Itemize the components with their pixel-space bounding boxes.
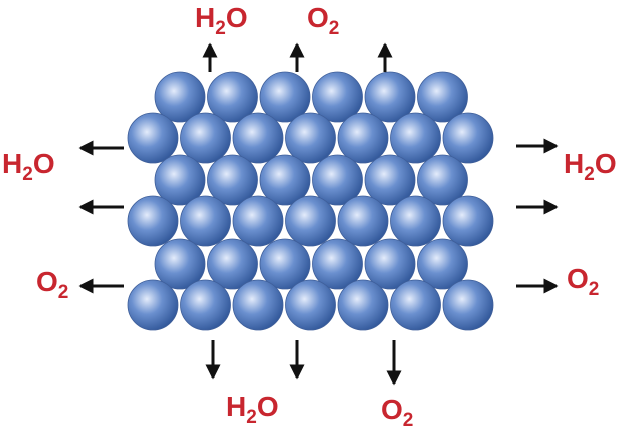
particle-sphere bbox=[259, 238, 311, 290]
particle-sphere bbox=[390, 112, 441, 164]
particle-sphere bbox=[259, 71, 311, 123]
label-right-h2o: H2O bbox=[564, 148, 617, 185]
particle-sphere bbox=[232, 112, 284, 164]
label-bottom-h2o: H2O bbox=[226, 391, 279, 428]
label-right-o2: O2 bbox=[567, 263, 600, 300]
particle-sphere bbox=[285, 112, 336, 164]
particle-sphere bbox=[154, 154, 206, 206]
particle-sphere bbox=[417, 71, 468, 123]
particle-sphere bbox=[337, 279, 389, 331]
particle-sphere bbox=[337, 195, 389, 247]
particle-sphere bbox=[364, 154, 416, 206]
label-top-h2o: H2O bbox=[195, 2, 248, 39]
arrow-group bbox=[78, 42, 559, 386]
particle-sphere bbox=[180, 279, 231, 331]
particle-sphere bbox=[207, 238, 258, 290]
label-top-o2: O2 bbox=[307, 2, 340, 39]
particle-sphere bbox=[154, 71, 206, 123]
particle-sphere bbox=[232, 195, 284, 247]
particle-sphere bbox=[442, 279, 494, 331]
label-left-o2: O2 bbox=[36, 266, 69, 303]
particle-sphere bbox=[364, 238, 416, 290]
particle-lattice bbox=[127, 71, 494, 331]
particle-sphere bbox=[312, 238, 363, 290]
particle-sphere bbox=[207, 71, 258, 123]
label-bottom-o2: O2 bbox=[381, 394, 414, 431]
particle-sphere bbox=[180, 112, 231, 164]
particle-sphere bbox=[232, 279, 284, 331]
particle-sphere bbox=[180, 195, 231, 247]
particle-sphere bbox=[127, 112, 179, 164]
label-left-h2o: H2O bbox=[2, 148, 55, 185]
particle-sphere bbox=[337, 112, 389, 164]
particle-sphere bbox=[312, 154, 363, 206]
particle-sphere bbox=[207, 154, 258, 206]
particle-sphere bbox=[154, 238, 206, 290]
particle-sphere bbox=[259, 154, 311, 206]
particle-sphere bbox=[390, 279, 441, 331]
particle-sphere bbox=[442, 112, 494, 164]
particle-sphere bbox=[285, 279, 336, 331]
particle-sphere bbox=[364, 71, 416, 123]
particle-sphere bbox=[442, 195, 494, 247]
particle-sphere bbox=[417, 154, 468, 206]
particle-sphere bbox=[417, 238, 468, 290]
particle-sphere bbox=[390, 195, 441, 247]
particle-sphere bbox=[127, 279, 179, 331]
particle-sphere bbox=[127, 195, 179, 247]
particle-sphere bbox=[285, 195, 336, 247]
particle-sphere bbox=[312, 71, 363, 123]
